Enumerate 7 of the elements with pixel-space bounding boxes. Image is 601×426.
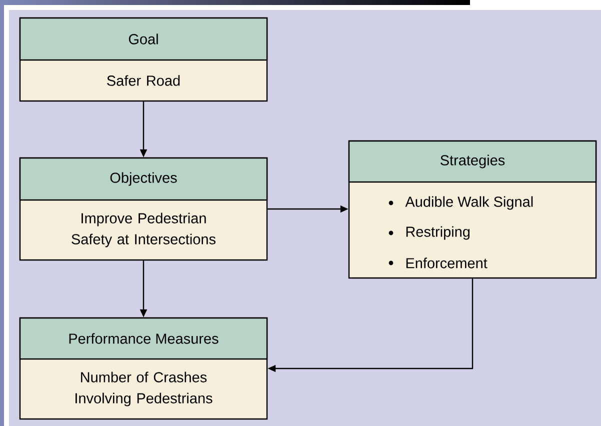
bullet-item: Restriping	[388, 226, 470, 240]
process-box: Strategies Audible Walk Signal Restriping Enforcement	[348, 140, 597, 279]
process-box: Performance Measures Number of Crashes Involving Pedestrians	[19, 317, 268, 420]
bullet-item: Enforcement	[388, 258, 488, 268]
process-box: Goal Safer Road	[19, 17, 268, 102]
bullet-item: Audible Walk Signal	[388, 196, 533, 210]
process-box: Objectives Improve Pedestrian Safety at Intersections	[19, 157, 268, 261]
